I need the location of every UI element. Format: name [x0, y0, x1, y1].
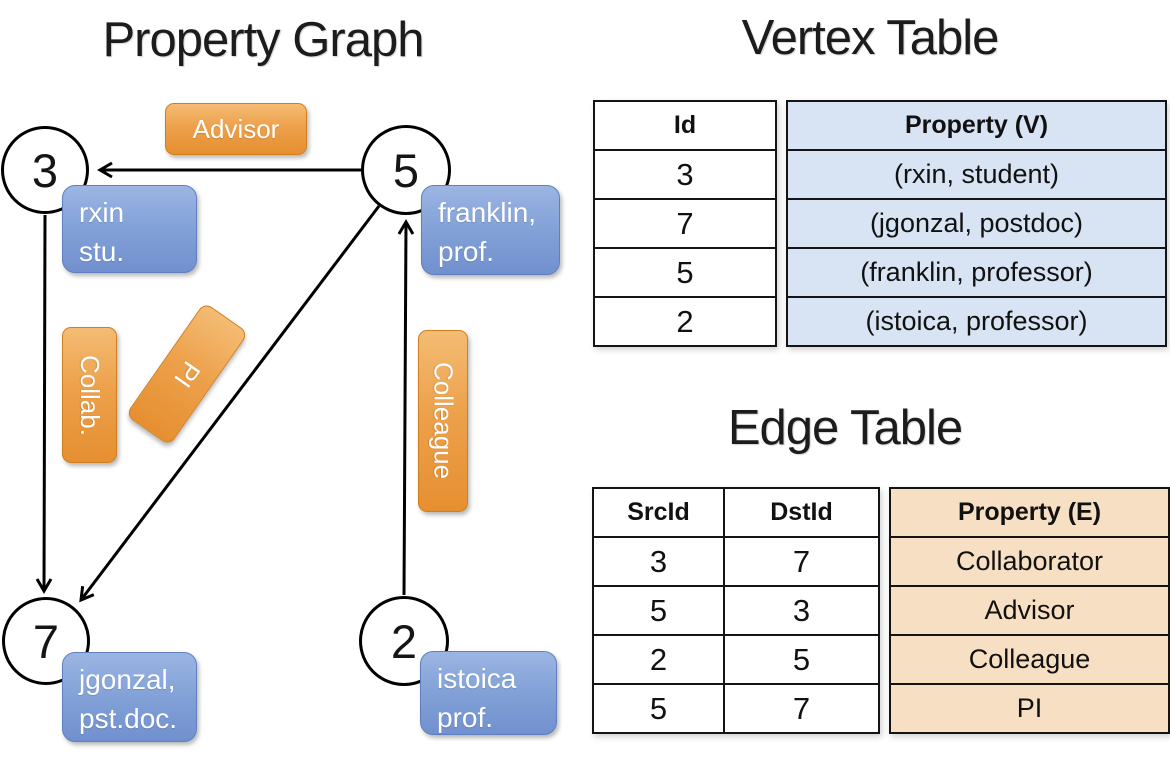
table-row: (franklin, professor)	[786, 247, 1167, 298]
table-row: 5 3	[592, 585, 880, 636]
vertex-label-line: prof.	[438, 235, 495, 267]
graph-edges	[35, 161, 415, 603]
vertex-circle-2: 2	[359, 596, 449, 686]
column-header-property-e: Property (E)	[889, 487, 1170, 538]
edge-label-collab: Collab.	[62, 327, 117, 463]
edge-3-to-7	[35, 214, 53, 594]
vertex-label-line: pst.doc.	[79, 702, 178, 734]
edge-table-title: Edge Table	[727, 401, 963, 455]
vertex-label-line: rxin	[79, 197, 125, 228]
column-header-srcid: SrcId	[592, 487, 725, 538]
table-row: (rxin, student)	[786, 149, 1167, 200]
vertex-id: 5	[392, 143, 420, 197]
column-header-dstid: DstId	[723, 487, 880, 538]
vertex-table: Id 3 7 5 2 Property (V) (rxin, student) …	[593, 100, 1167, 347]
table-row: (istoica, professor)	[786, 296, 1167, 347]
vertex-id-cell: 5	[593, 247, 777, 298]
edge-property-cell: Colleague	[889, 634, 1170, 685]
edge-5-to-7	[79, 205, 381, 603]
vertex-label-line: jgonzal,	[79, 664, 176, 695]
edge-src-cell: 2	[592, 634, 725, 685]
vertex-label-line: franklin,	[438, 197, 537, 228]
vertex-label-line: istoica	[437, 663, 517, 694]
table-row: Advisor	[889, 585, 1170, 636]
table-row: Collaborator	[889, 536, 1170, 587]
vertex-label-2: istoica prof.	[420, 651, 557, 735]
vertex-id: 2	[390, 614, 418, 668]
vertex-label-line: stu.	[79, 235, 125, 267]
edge-src-cell: 3	[592, 536, 725, 587]
property-graph-title: Property Graph	[102, 13, 425, 67]
vertex-id: 3	[31, 143, 59, 197]
edge-dst-cell: 5	[723, 634, 880, 685]
vertex-id: 7	[32, 614, 60, 668]
vertex-table-id-column: Id 3 7 5 2	[593, 100, 777, 347]
vertex-label-line: prof.	[437, 701, 494, 733]
vertex-id-cell: 2	[593, 296, 777, 347]
edge-label-advisor: Advisor	[165, 103, 307, 155]
vertex-table-title: Vertex Table	[741, 11, 1000, 65]
table-row: 2 5	[592, 634, 880, 685]
edge-property-cell: Advisor	[889, 585, 1170, 636]
edge-property-cell: PI	[889, 683, 1170, 734]
table-row: 3	[593, 149, 777, 200]
vertex-property-cell: (rxin, student)	[786, 149, 1167, 200]
edge-dst-cell: 3	[723, 585, 880, 636]
table-row: 7	[593, 198, 777, 249]
edge-label-colleague: Colleague	[418, 330, 468, 512]
vertex-label-7: jgonzal, pst.doc.	[62, 652, 197, 742]
vertex-label-3: rxin stu.	[62, 185, 197, 273]
edge-table-id-columns: SrcId DstId 3 7 5 3 2 5 5 7	[592, 487, 880, 734]
vertex-property-cell: (jgonzal, postdoc)	[786, 198, 1167, 249]
edge-table: SrcId DstId 3 7 5 3 2 5 5 7 Property (E)…	[592, 487, 1170, 734]
vertex-property-cell: (franklin, professor)	[786, 247, 1167, 298]
edge-src-cell: 5	[592, 585, 725, 636]
table-row: (jgonzal, postdoc)	[786, 198, 1167, 249]
vertex-property-cell: (istoica, professor)	[786, 296, 1167, 347]
vertex-label-5: franklin, prof.	[421, 185, 560, 275]
column-header-property-v: Property (V)	[786, 100, 1167, 151]
table-row: 5 7	[592, 683, 880, 734]
edge-table-property-column: Property (E) Collaborator Advisor Collea…	[889, 487, 1170, 734]
edge-dst-cell: 7	[723, 536, 880, 587]
table-row: 2	[593, 296, 777, 347]
table-row: Colleague	[889, 634, 1170, 685]
edge-property-cell: Collaborator	[889, 536, 1170, 587]
vertex-circle-5: 5	[361, 125, 451, 215]
edge-dst-cell: 7	[723, 683, 880, 734]
vertex-id-cell: 3	[593, 149, 777, 200]
edge-src-cell: 5	[592, 683, 725, 734]
vertex-table-property-column: Property (V) (rxin, student) (jgonzal, p…	[786, 100, 1167, 347]
table-row: PI	[889, 683, 1170, 734]
edge-2-to-5	[397, 219, 415, 596]
vertex-id-cell: 7	[593, 198, 777, 249]
column-header-id: Id	[593, 100, 777, 151]
table-row: 5	[593, 247, 777, 298]
table-row: 3 7	[592, 536, 880, 587]
